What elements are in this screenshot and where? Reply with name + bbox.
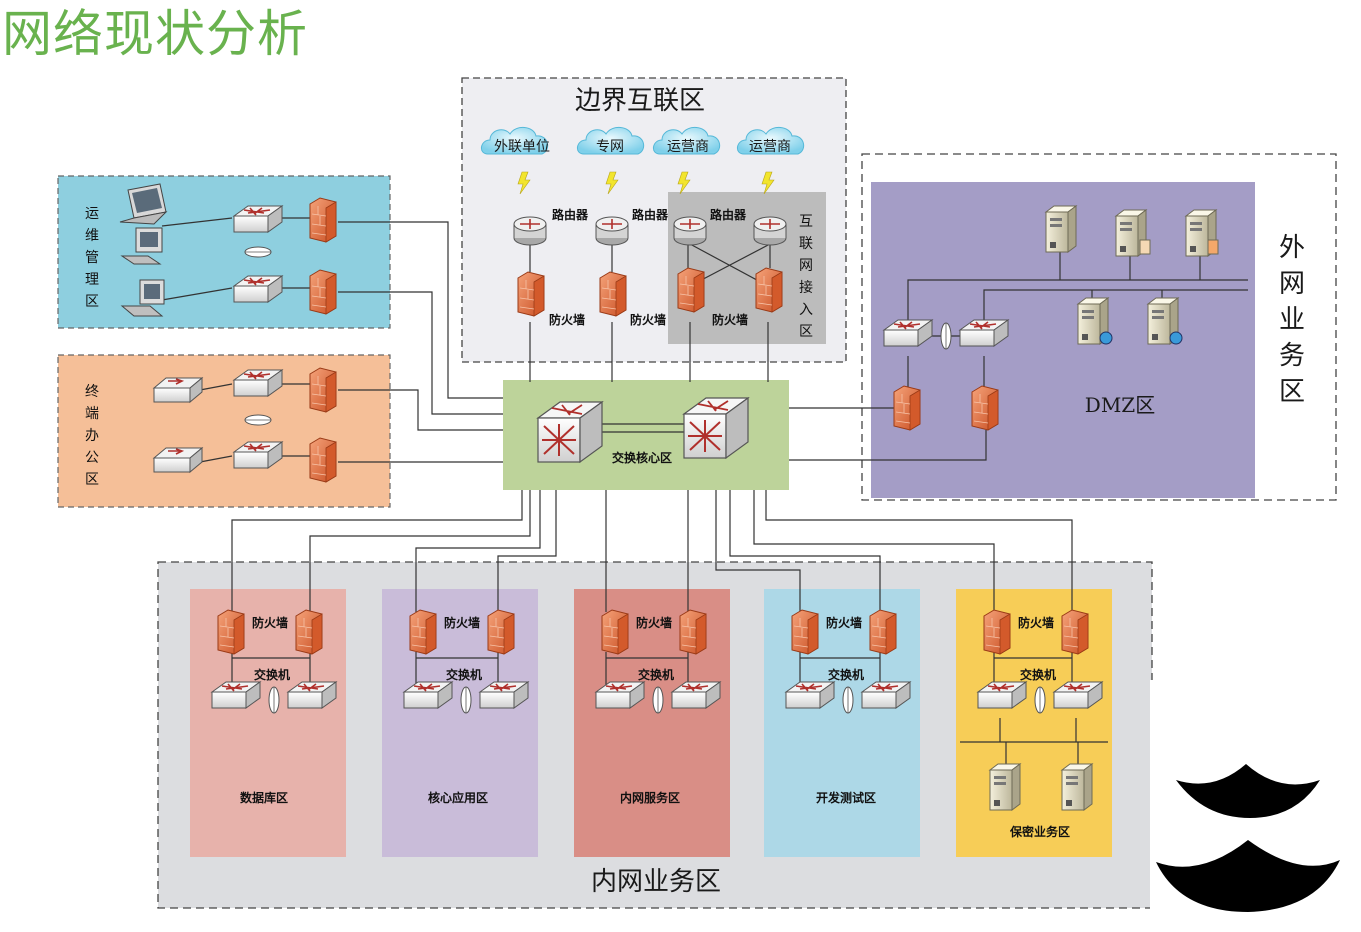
firewall-icon (217, 609, 245, 655)
dmz-label: DMZ区 (1085, 393, 1155, 417)
firewall-icon (599, 271, 627, 317)
border-firewall-label-2: 防火墙 (630, 312, 666, 327)
intranet-firewall-label: 防火墙 (1018, 615, 1054, 630)
intranet-firewall-label: 防火墙 (636, 615, 672, 630)
stack-link-icon (842, 686, 854, 714)
border-firewall-label-3: 防火墙 (712, 312, 748, 327)
firewall-icon (869, 609, 897, 655)
router-icon (673, 216, 707, 246)
desktop-icon (120, 227, 163, 265)
router-icon (753, 216, 787, 246)
cloud-label-2: 专网 (596, 139, 624, 155)
intranet-firewall-label: 防火墙 (826, 615, 862, 630)
intranet-firewall-label: 防火墙 (444, 615, 480, 630)
intranet-zone-label: 内网业务区 (591, 867, 721, 897)
intranet-firewall-label: 防火墙 (252, 615, 288, 630)
border-firewall-label-1: 防火墙 (549, 312, 585, 327)
intranet-switch-label: 交换机 (828, 667, 864, 682)
router-label-3: 路由器 (710, 207, 747, 222)
router-icon (595, 216, 629, 246)
firewall-icon (679, 609, 707, 655)
subzone-label-db: 数据库区 (240, 790, 288, 805)
server-icon (1045, 205, 1077, 253)
firewall-icon (1061, 609, 1089, 655)
stack-link-icon (652, 686, 664, 714)
server-icon (989, 763, 1021, 811)
cloud-label-1: 外联单位 (494, 139, 550, 155)
globe-icon (1099, 331, 1113, 345)
doc-icon (1139, 239, 1151, 255)
ops-zone-label: 运维管理区 (85, 206, 99, 310)
subzone-label-intraservice: 内网服务区 (620, 790, 680, 805)
cloud-label-3: 运营商 (667, 139, 709, 155)
desktop-icon (120, 279, 165, 317)
core-switch-icon (683, 397, 749, 459)
subzone-label-secret: 保密业务区 (1009, 824, 1070, 839)
firewall-icon (309, 269, 337, 315)
internet-access-label: 互联网接入区 (799, 214, 813, 340)
border-zone-label: 边界互联区 (575, 86, 705, 116)
server-icon (1061, 763, 1093, 811)
subzone-label-coreapp: 核心应用区 (428, 790, 488, 805)
stack-link-icon (244, 414, 272, 426)
access-switch-icon (153, 447, 203, 473)
firewall-icon (309, 367, 337, 413)
connection-lines (161, 217, 1248, 766)
doc-icon (1207, 239, 1219, 255)
core-zone-label: 交换核心区 (612, 450, 672, 465)
globe-icon (1169, 331, 1183, 345)
cloud-label-4: 运营商 (749, 139, 791, 155)
firewall-icon (409, 609, 437, 655)
router-icon (513, 216, 547, 246)
firewall-icon (601, 609, 629, 655)
router-label-2: 路由器 (632, 207, 669, 222)
office-zone-label: 终端办公区 (85, 384, 99, 488)
subzone-label-devtest: 开发测试区 (816, 790, 876, 805)
firewall-icon (487, 609, 515, 655)
firewall-icon (971, 385, 999, 431)
intranet-switch-label: 交换机 (1020, 667, 1056, 682)
stack-link-icon (268, 686, 280, 714)
access-switch-icon (153, 377, 203, 403)
intranet-switch-label: 交换机 (638, 667, 674, 682)
page-title: 网络现状分析 (2, 5, 308, 63)
stack-link-icon (244, 246, 272, 258)
firewall-icon (755, 267, 783, 313)
intranet-switch-label: 交换机 (446, 667, 482, 682)
firewall-icon (791, 609, 819, 655)
ops-zone (57, 175, 391, 329)
core-switch-icon (537, 401, 603, 463)
firewall-icon (295, 609, 323, 655)
firewall-icon (677, 267, 705, 313)
decorative-arc-shapes (1150, 680, 1361, 932)
intranet-switch-label: 交换机 (254, 667, 290, 682)
stack-link-icon (940, 322, 952, 350)
firewall-icon (517, 271, 545, 317)
router-label-1: 路由器 (552, 207, 589, 222)
extnet-zone-label: 外网业务区 (1279, 233, 1305, 407)
stack-link-icon (460, 686, 472, 714)
firewall-icon (309, 197, 337, 243)
stack-link-icon (1034, 686, 1046, 714)
firewall-icon (983, 609, 1011, 655)
laptop-icon (119, 183, 168, 225)
firewall-icon (309, 437, 337, 483)
office-zone (57, 354, 391, 508)
firewall-icon (893, 385, 921, 431)
